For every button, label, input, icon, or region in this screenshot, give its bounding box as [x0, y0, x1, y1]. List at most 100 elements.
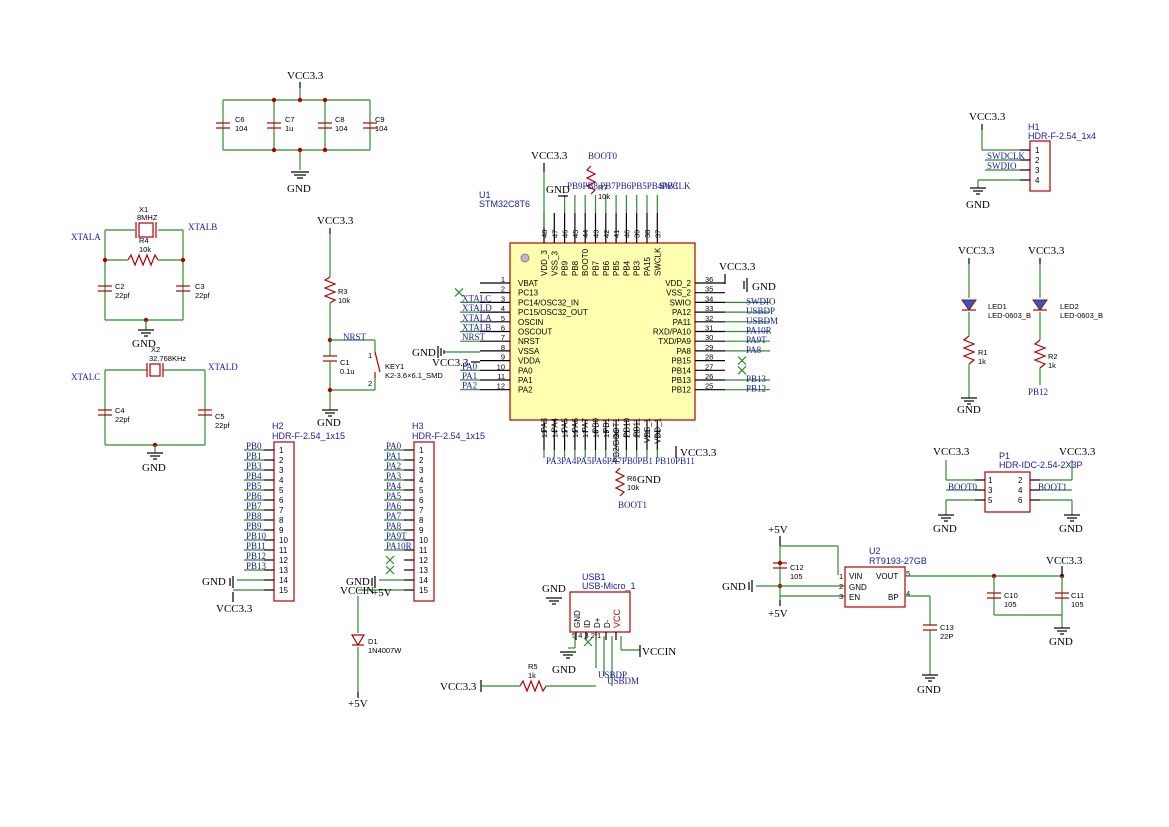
- x1-val: 8MHZ: [137, 213, 158, 222]
- gnd-label-10: GND: [957, 404, 981, 416]
- net-label: PB7: [246, 501, 262, 511]
- mcu-pin-name: PB11: [633, 417, 642, 437]
- mcu-pin-num: 24: [653, 430, 662, 438]
- mcu-pin-num: 7: [501, 333, 505, 342]
- mcu-pin-name: VDD_1: [653, 417, 662, 443]
- net-swclk-top: SWCLK: [659, 181, 691, 191]
- mcu-pin-num: 37: [653, 230, 662, 238]
- r2-ref: R2: [1048, 352, 1058, 361]
- net-label: PB6: [246, 491, 262, 501]
- p1-pin-num: 5: [988, 496, 993, 505]
- net-boot1-p1: BOOT1: [1038, 482, 1067, 492]
- mcu-pin-name: PA0: [518, 366, 533, 375]
- gnd-label-15: GND: [933, 523, 957, 535]
- header-h1: VCC3.3 H1 HDR-F-2.54_1x4 12SWDCLK3SWDIO4…: [966, 111, 1096, 211]
- net-label: PA5: [386, 491, 402, 501]
- c11-ref: C11: [1071, 591, 1084, 600]
- no-connect-mark: [385, 565, 395, 575]
- h3-body: [413, 441, 435, 602]
- h2-body: [273, 441, 295, 602]
- vcc-label-8: VCC3.3: [958, 245, 995, 257]
- net-label: PA9T: [746, 335, 767, 345]
- mcu-pin-name: PC14/OSC32_IN: [518, 298, 579, 307]
- led-group: VCC3.3 VCC3.3 LED1 LED-0603_B LED2 LED-0…: [957, 245, 1103, 416]
- mcu-pin-num: 16: [571, 430, 580, 438]
- led2-val: LED-0603_B: [1060, 311, 1103, 320]
- mcu-pin-num: 9: [501, 353, 505, 362]
- mcu-pin-num: 48: [540, 230, 549, 238]
- net-usbdp-usb: USBDP: [598, 670, 627, 680]
- mcu-pin-num: 11: [497, 372, 505, 381]
- u2-num-1: 1: [839, 572, 843, 581]
- net-label: PA8: [746, 345, 762, 355]
- u2-name: RT9193-27GB: [869, 556, 927, 566]
- mcu-name: STM32C8T6: [479, 199, 530, 209]
- gnd-label-2: GND: [132, 338, 156, 350]
- mcu-top-pins: 48VDD_347VSS_346PB945PB844BOOT043PB742PB…: [540, 195, 662, 276]
- mcu-pin-num: 45: [571, 230, 580, 238]
- mcu-pin-name: PA6: [571, 417, 580, 432]
- c2-ref: C2: [115, 282, 125, 291]
- mcu-pin-num: 34: [705, 294, 713, 303]
- usb-pin-name: VCC: [612, 608, 622, 628]
- no-connect-mark: [583, 637, 593, 647]
- mcu-pin-num: 46: [561, 230, 570, 238]
- h3-pin-num: 9: [419, 526, 424, 535]
- mcu-pin-num: 39: [633, 230, 642, 238]
- vcc-label-11: VCC3.3: [440, 681, 477, 693]
- net-label: PA2: [462, 381, 477, 391]
- mcu-pin-name: PB2/BOOT1: [612, 417, 621, 462]
- reset-group: VCC3.3 R3 10k NRST C1 0.1u 1 2 KEY1 K2-3…: [317, 215, 443, 429]
- p1-body: [984, 471, 1031, 513]
- x1-ref: X1: [139, 205, 148, 214]
- net-label: PB5: [246, 481, 262, 491]
- mcu-pin-name: PB9: [561, 260, 570, 276]
- r7-val: 10k: [598, 192, 610, 201]
- mcu-pin-num: 41: [612, 230, 621, 238]
- mcu-pin-num: 13: [540, 430, 549, 438]
- mcu-pin-name: VSS_1: [643, 417, 652, 442]
- net-label: PA10R: [386, 541, 412, 551]
- mcu-pin-name: PB13: [671, 376, 691, 385]
- p1-name: HDR-IDC-2.54-2X3P: [999, 460, 1083, 470]
- mcu-pin-name: PB4: [622, 260, 631, 276]
- vcc-label-6: VCC3.3: [680, 447, 717, 459]
- p1-pin-num: 3: [988, 486, 993, 495]
- mcu-bottom-pins: 13PA314PA415PA516PA617PA718PB019PB120PB2…: [540, 417, 662, 462]
- gnd-label-3: GND: [142, 462, 166, 474]
- c5-ref: C5: [215, 412, 225, 421]
- r5-val: 1k: [528, 671, 536, 680]
- net-label: PA6: [386, 501, 402, 511]
- mcu-pin-num: 3: [501, 294, 505, 303]
- gnd-symbol: [291, 171, 309, 179]
- h2-pin-num: 5: [279, 486, 284, 495]
- r3-val: 10k: [338, 296, 350, 305]
- mcu-pin-num: 47: [550, 230, 559, 238]
- h3-pin-num: 12: [419, 556, 428, 565]
- mcu-pin-num: 1: [501, 275, 505, 284]
- mcu-pin-num: 42: [602, 230, 611, 238]
- p1-pin-num: 1: [988, 476, 993, 485]
- c3-val: 22pf: [195, 291, 211, 300]
- h2-pin-num: 9: [279, 526, 284, 535]
- mcu-pin-num: 36: [705, 275, 713, 284]
- c2-val: 22pf: [115, 291, 131, 300]
- mcu-pin-name: NRST: [518, 337, 540, 346]
- c12-val: 105: [790, 572, 803, 581]
- mcu-body: [509, 242, 696, 421]
- c4-ref: C4: [115, 406, 125, 415]
- c8-val: 104: [335, 124, 348, 133]
- c6-ref: C6: [235, 115, 245, 124]
- mcu-pin-num: 26: [705, 372, 713, 381]
- mcu-pin-num: 19: [602, 430, 611, 438]
- mcu-pin-name: SWIO: [670, 298, 691, 307]
- h3-pin-num: 15: [419, 586, 428, 595]
- mcu-pin-name: PB10: [622, 417, 631, 437]
- mcu-ref: U1: [479, 190, 491, 200]
- p1-pin-num: 6: [1018, 496, 1023, 505]
